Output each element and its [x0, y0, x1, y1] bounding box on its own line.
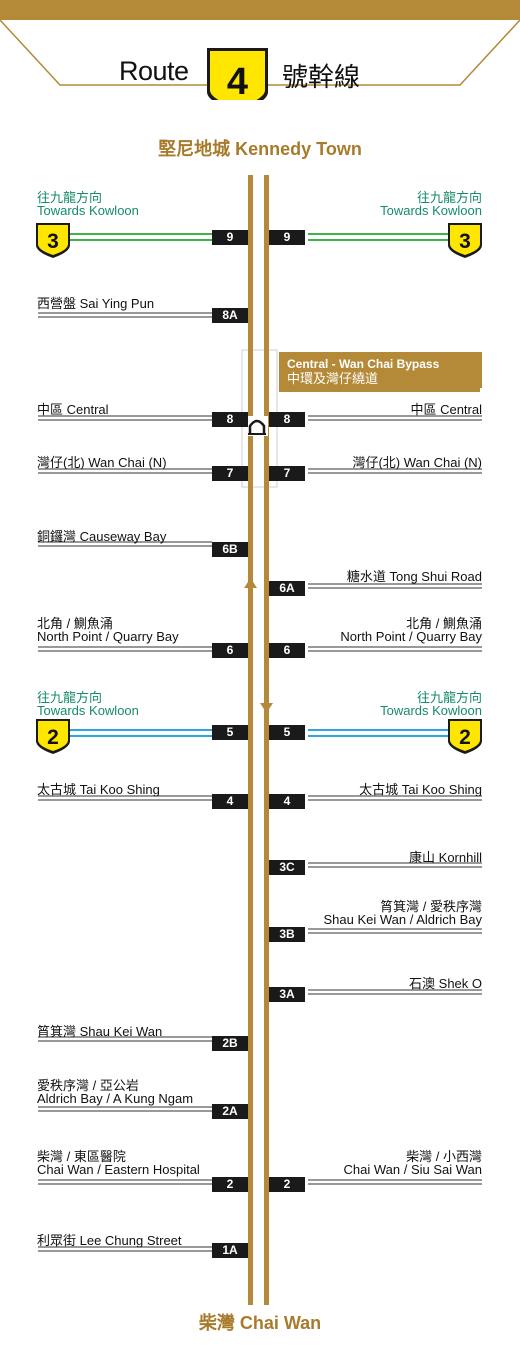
terminus-top: 堅尼地城 Kennedy Town [158, 139, 362, 159]
west-exit-6-badge: 6 [212, 643, 248, 658]
west-exit-2a-label-en: Aldrich Bay / A Kung Ngam [37, 1091, 194, 1106]
west-exit-2a-label-cn: 愛秩序灣 / 亞公岩 [37, 1078, 139, 1093]
tunnel-icon [246, 416, 268, 436]
southbound-arrow-icon [260, 703, 273, 713]
westbound-carriageway [248, 175, 253, 1305]
west-exit-6b-badge: 6B [212, 542, 248, 557]
west-exit-7-label: 灣仔(北) Wan Chai (N) [37, 455, 167, 470]
east-exit-6-badge: 6 [269, 643, 305, 658]
east-exit-8-label: 中區 Central [410, 402, 482, 417]
east-exit-6-label-cn: 北角 / 鰂魚涌 [406, 616, 482, 631]
east-exit-2-label-cn: 柴灣 / 小西灣 [406, 1149, 482, 1164]
svg-text:3: 3 [459, 230, 471, 253]
eastbound-carriageway [264, 175, 269, 1305]
east-exit-3b-label-en: Shau Kei Wan / Aldrich Bay [323, 912, 483, 927]
east-exit-7-badge: 7 [269, 466, 305, 481]
west-exit-5-badge: 5 [212, 725, 248, 740]
west-exit-2a-badge: 2A [212, 1104, 248, 1119]
east-exit-3c-badge: 3C [269, 860, 305, 875]
header-frame: 4 [0, 19, 520, 100]
east-exit-3b-badge: 3B [269, 927, 305, 942]
east-exit-3a-badge: 3A [269, 987, 305, 1002]
east-slip-roads [308, 415, 482, 1185]
connector-2-east-label-cn: 往九龍方向 [416, 691, 482, 706]
terminus-bottom: 柴灣 Chai Wan [198, 1313, 322, 1333]
west-exit-8a-label: 西營盤 Sai Ying Pun [37, 296, 155, 311]
west-exit-2-badge: 2 [212, 1177, 248, 1192]
east-exit-7-label: 灣仔(北) Wan Chai (N) [352, 455, 482, 470]
west-exit-2-label-cn: 柴灣 / 東區醫院 [37, 1149, 126, 1164]
east-exit-6-label-en: North Point / Quarry Bay [340, 629, 482, 644]
connector-3-east-label-en: Towards Kowloon [380, 203, 482, 218]
connector-route-3 [62, 233, 452, 241]
connector-2-east-label-en: Towards Kowloon [380, 703, 482, 718]
route-4-shield-icon: 4 [207, 48, 268, 100]
connector-2-west-label-cn: 往九龍方向 [37, 691, 103, 706]
connector-3-east-label-cn: 往九龍方向 [416, 191, 482, 206]
east-exit-8-badge: 8 [269, 412, 305, 427]
west-exit-1a-label: 利眾街 Lee Chung Street [37, 1233, 182, 1248]
bypass-name-cn: 中環及灣仔繞道 [287, 372, 379, 387]
east-exit-2-badge: 2 [269, 1177, 305, 1192]
connector-2-west-label-en: Towards Kowloon [37, 703, 139, 718]
west-exit-7-badge: 7 [212, 466, 248, 481]
east-exit-5-badge: 5 [269, 725, 305, 740]
west-exit-6-label-en: North Point / Quarry Bay [37, 629, 179, 644]
east-exit-9-badge: 9 [269, 230, 305, 245]
west-exit-8-label: 中區 Central [37, 402, 109, 417]
west-slip-roads [38, 312, 212, 1252]
west-exit-1a-badge: 1A [212, 1243, 248, 1258]
east-exit-6a-badge: 6A [269, 581, 305, 596]
east-exit-4-badge: 4 [269, 794, 305, 809]
east-exit-6a-label: 糖水道 Tong Shui Road [346, 569, 482, 584]
bypass-name-en: Central - Wan Chai Bypass [287, 357, 440, 371]
route-3-shield-icon-east: 3 [448, 223, 482, 258]
route-3-shield-icon-west: 3 [36, 223, 70, 258]
header-band [0, 0, 520, 20]
east-exit-4-label: 太古城 Tai Koo Shing [359, 782, 482, 797]
route-chinese-name: 號幹線 [282, 63, 361, 93]
route-word: Route [119, 56, 189, 86]
bypass-sign: Central - Wan Chai Bypass 中環及灣仔繞道 [279, 352, 480, 392]
west-exit-6b-label: 銅鑼灣 Causeway Bay [37, 529, 167, 544]
svg-text:3: 3 [47, 230, 59, 253]
svg-text:2: 2 [47, 726, 59, 749]
bypass-sign-pointer [464, 352, 482, 388]
west-exit-8-badge: 8 [212, 412, 248, 427]
connector-3-west-label-en: Towards Kowloon [37, 203, 139, 218]
northbound-arrow-icon [244, 578, 257, 588]
west-exit-2b-badge: 2B [212, 1036, 248, 1051]
connector-route-2 [62, 729, 452, 737]
west-exit-8a-badge: 8A [212, 308, 248, 323]
west-exit-6-label-cn: 北角 / 鰂魚涌 [37, 616, 113, 631]
connector-3-west-label-cn: 往九龍方向 [37, 191, 103, 206]
east-exit-3b-label-cn: 筲箕灣 / 愛秩序灣 [380, 899, 482, 914]
route-2-shield-icon-east: 2 [448, 719, 482, 754]
west-exit-2b-label: 筲箕灣 Shau Kei Wan [37, 1024, 163, 1039]
route-number: 4 [227, 61, 248, 100]
west-exit-2-label-en: Chai Wan / Eastern Hospital [37, 1162, 200, 1177]
west-exit-9-badge: 9 [212, 230, 248, 245]
svg-text:2: 2 [459, 726, 471, 749]
west-exit-4-label: 太古城 Tai Koo Shing [37, 782, 160, 797]
west-exit-4-badge: 4 [212, 794, 248, 809]
route-2-shield-icon-west: 2 [36, 719, 70, 754]
east-exit-2-label-en: Chai Wan / Siu Sai Wan [343, 1162, 482, 1177]
east-exit-3c-label: 康山 Kornhill [409, 850, 482, 865]
east-exit-3a-label: 石澳 Shek O [409, 976, 482, 991]
